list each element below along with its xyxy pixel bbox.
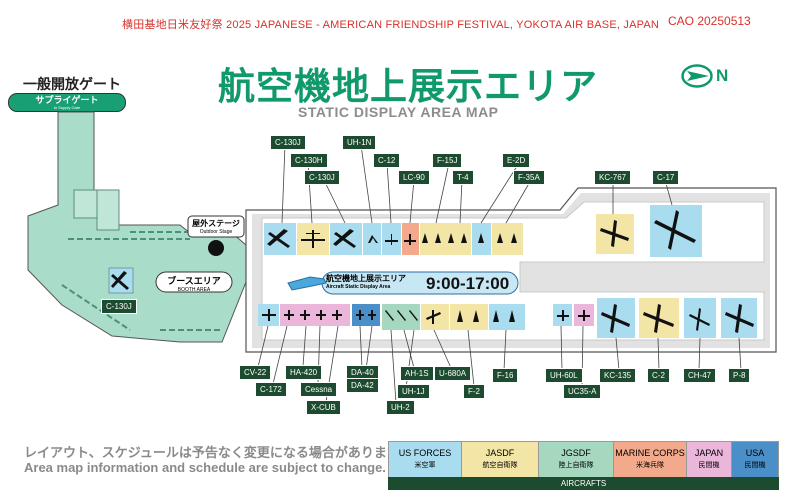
aircraft-label: UH-1J [397, 384, 430, 399]
aircraft-label: T-4 [452, 170, 474, 185]
legend-marine-corps: MARINE CORPS 米海兵隊 [613, 441, 687, 478]
building [96, 189, 120, 231]
legend-jasdf: JASDF 航空自衛隊 [461, 441, 539, 478]
aircraft-label: UH-60L [545, 368, 583, 383]
aircraft-label: DA-42 [346, 378, 379, 393]
legend-sub: 航空自衛隊 [482, 462, 518, 469]
legend-sub: 米海兵隊 [636, 462, 664, 469]
aircraft-label: F-35A [513, 170, 545, 185]
page-title: 航空機地上展示エリア [218, 66, 598, 107]
legend-sub: 民間機 [698, 462, 720, 469]
stage-label-en: Outdoor Stage [199, 229, 233, 235]
aircraft-label: F-16 [492, 368, 519, 383]
aircraft-label: AH-1S [400, 366, 434, 381]
legend-usa: USA 民間機 [731, 441, 779, 478]
gate-name: サプライゲート [35, 95, 99, 105]
event-header: 横田基地日米友好祭 2025 JAPANESE - AMERICAN FRIEN… [122, 19, 660, 31]
aircraft-label: C-130J [304, 170, 340, 185]
gate-name-en: to Supply Gate [53, 105, 81, 110]
aircraft-label: C-130J [270, 135, 306, 150]
legend-japan: JAPAN 民間機 [686, 441, 732, 478]
static-area-label: 航空機地上展示エリア Aircraft Static Display Area [326, 273, 416, 290]
stage-marker [208, 240, 224, 256]
aircraft-icons-top [267, 210, 696, 250]
legend-footer: AIRCRAFTS [388, 477, 779, 490]
legend-sub: 民間機 [744, 462, 766, 469]
aircraft-label: E-2D [502, 153, 531, 168]
aircraft-label: C-172 [255, 382, 287, 397]
booth-label-en: BOOTH AREA [177, 287, 211, 293]
page-subtitle: STATIC DISPLAY AREA MAP [298, 104, 499, 120]
aircraft-label: HA-420 [285, 365, 323, 380]
aircraft-label: CH-47 [683, 368, 717, 383]
stage-label-jp: 屋外ステージ [192, 219, 240, 228]
stage-label: 屋外ステージ Outdoor Stage [190, 218, 242, 235]
parking-dash [61, 231, 220, 331]
aircraft-label: UH-2 [386, 400, 415, 415]
booth-aircraft-box [108, 267, 134, 294]
booth-label-jp: ブースエリア [167, 276, 221, 286]
legend-title: USA [745, 448, 765, 458]
aircraft-label: P-8 [728, 368, 751, 383]
legend-jgsdf: JGSDF 陸上自衛隊 [538, 441, 614, 478]
aircraft-label: F-15J [432, 153, 463, 168]
doc-code: CAO 20250513 [668, 14, 751, 28]
aircraft-label: C-17 [652, 170, 680, 185]
aircraft-label: KC-135 [599, 368, 637, 383]
aircraft-icons-bottom [262, 304, 754, 333]
legend-title: JASDF [485, 448, 515, 458]
stage-badge [187, 215, 245, 238]
static-area-en: Aircraft Static Display Area [326, 284, 391, 290]
plane-icon [287, 276, 327, 291]
aircraft-label: UC35-A [563, 384, 602, 399]
aircraft-label: X-CUB [306, 400, 341, 415]
hours-text: 9:00-17:00 [426, 274, 510, 293]
building [73, 189, 100, 219]
legend-title: US FORCES [398, 448, 452, 458]
aircraft-label: C-130H [290, 153, 328, 168]
aircraft-label: CV-22 [239, 365, 272, 380]
legend-title: JGSDF [561, 448, 591, 458]
notice-jp: レイアウト、スケジュールは予告なく変更になる場合があります。 [24, 445, 412, 460]
static-area-jp: 航空機地上展示エリア [326, 274, 406, 283]
aircraft-label: UH-1N [342, 135, 377, 150]
aircraft-label: F-2 [463, 384, 485, 399]
north-arrow-icon [681, 64, 713, 88]
aircraft-label: C-12 [373, 153, 401, 168]
gate-label: 一般開放ゲート [23, 76, 121, 92]
north-label: N [716, 66, 729, 85]
booth-aircraft-label: C-130J [101, 299, 137, 314]
legend-title: JAPAN [694, 448, 724, 458]
legend-us-forces: US FORCES 米空軍 [388, 441, 462, 478]
aircraft-label: U-680A [434, 366, 472, 381]
notice-en: Area map information and schedule are su… [24, 460, 386, 475]
aircraft-label: LC-90 [398, 170, 430, 185]
booth-badge [155, 271, 233, 293]
legend-title: MARINE CORPS [615, 448, 685, 458]
legend-sub: 米空軍 [414, 462, 436, 469]
booth-label: ブースエリア BOOTH AREA [158, 274, 230, 293]
aircraft-label: C-2 [647, 368, 670, 383]
aircraft-label: Cessna [300, 382, 338, 397]
aircraft-label: KC-767 [594, 170, 632, 185]
legend-sub: 陸上自衛隊 [558, 462, 594, 469]
